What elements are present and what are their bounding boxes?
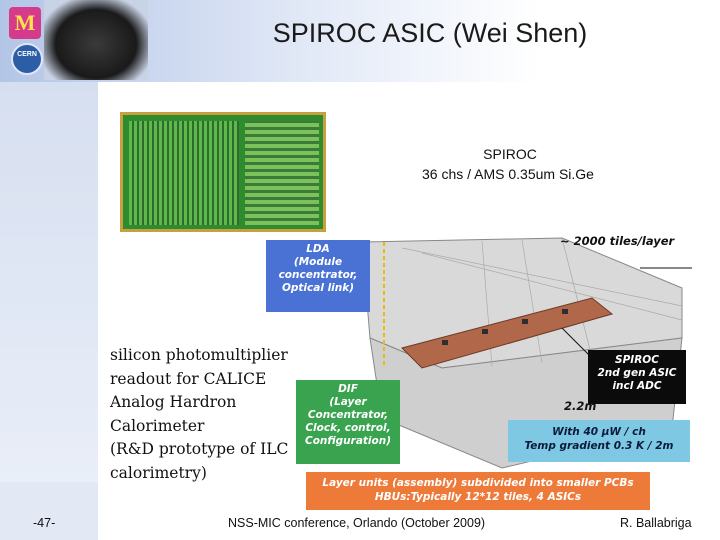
layer-units-callout: Layer units (assembly) subdivided into s… — [306, 472, 650, 510]
lda-line: (Module — [293, 256, 343, 268]
footer-decor-bar — [0, 482, 98, 540]
header-photo — [44, 0, 148, 80]
lda-line: Optical link) — [281, 282, 355, 294]
logo-area: M CERN — [3, 3, 43, 75]
dif-line: DIF — [338, 383, 358, 395]
slide-title: SPIROC ASIC (Wei Shen) — [272, 18, 588, 48]
dif-line: (Layer — [329, 396, 367, 408]
spiroc-spec: 36 chs / AMS 0.35um Si.Ge — [422, 166, 594, 182]
footer-conference: NSS-MIC conference, Orlando (October 200… — [228, 516, 486, 530]
units-line: Layer units (assembly) subdivided into s… — [322, 477, 634, 489]
power-callout: With 40 µW / ch Temp gradient 0.3 K / 2m — [508, 420, 690, 462]
asic-die-image — [120, 112, 326, 232]
institute-logo — [9, 7, 41, 39]
dif-line: Clock, control, — [305, 422, 391, 434]
caption-line: calorimetry) — [110, 463, 207, 482]
length-label: 2.2m — [564, 399, 597, 413]
power-line: With 40 µW / ch — [552, 426, 646, 438]
asic-analog-block — [129, 121, 239, 225]
caption-line: Analog Hardron — [110, 393, 237, 411]
lda-box: LDA (Module concentrator, Optical link) — [266, 240, 370, 312]
dif-box: DIF (Layer Concentrator, Clock, control,… — [296, 380, 400, 464]
dif-line: Configuration) — [304, 435, 392, 447]
footer-author: R. Ballabriga — [620, 516, 692, 530]
lda-line: LDA — [306, 243, 330, 255]
units-line: HBUs:Typically 12*12 tiles, 4 ASICs — [374, 491, 582, 503]
tiles-label: ~ 2000 tiles/layer — [560, 234, 675, 248]
spiroc-callout-line: 2nd gen ASIC — [597, 367, 677, 379]
power-line: Temp gradient 0.3 K / 2m — [524, 440, 674, 452]
caption-line: silicon photomultiplier — [110, 346, 288, 364]
caption-line: (R&D prototype of ILC — [110, 440, 289, 458]
page-number: -47- — [33, 516, 56, 530]
lda-line: concentrator, — [278, 269, 358, 281]
dif-line: Concentrator, — [307, 409, 389, 421]
cern-logo-text: CERN — [17, 51, 37, 58]
spiroc-callout-line: SPIROC — [615, 354, 659, 366]
spiroc-callout: SPIROC 2nd gen ASIC incl ADC — [588, 350, 686, 404]
caption-line: readout for CALICE — [110, 369, 267, 388]
institute-logo-letter: M — [14, 10, 36, 35]
asic-digital-block — [245, 121, 319, 225]
cern-logo — [11, 43, 43, 75]
hbu-strip — [401, 297, 614, 369]
spiroc-callout-line: incl ADC — [612, 380, 662, 392]
caption-text: silicon photomultiplier readout for CALI… — [110, 344, 300, 485]
spiroc-label: SPIROC — [483, 146, 537, 162]
caption-line: Calorimeter — [110, 416, 205, 435]
left-decor-bar — [0, 82, 98, 482]
